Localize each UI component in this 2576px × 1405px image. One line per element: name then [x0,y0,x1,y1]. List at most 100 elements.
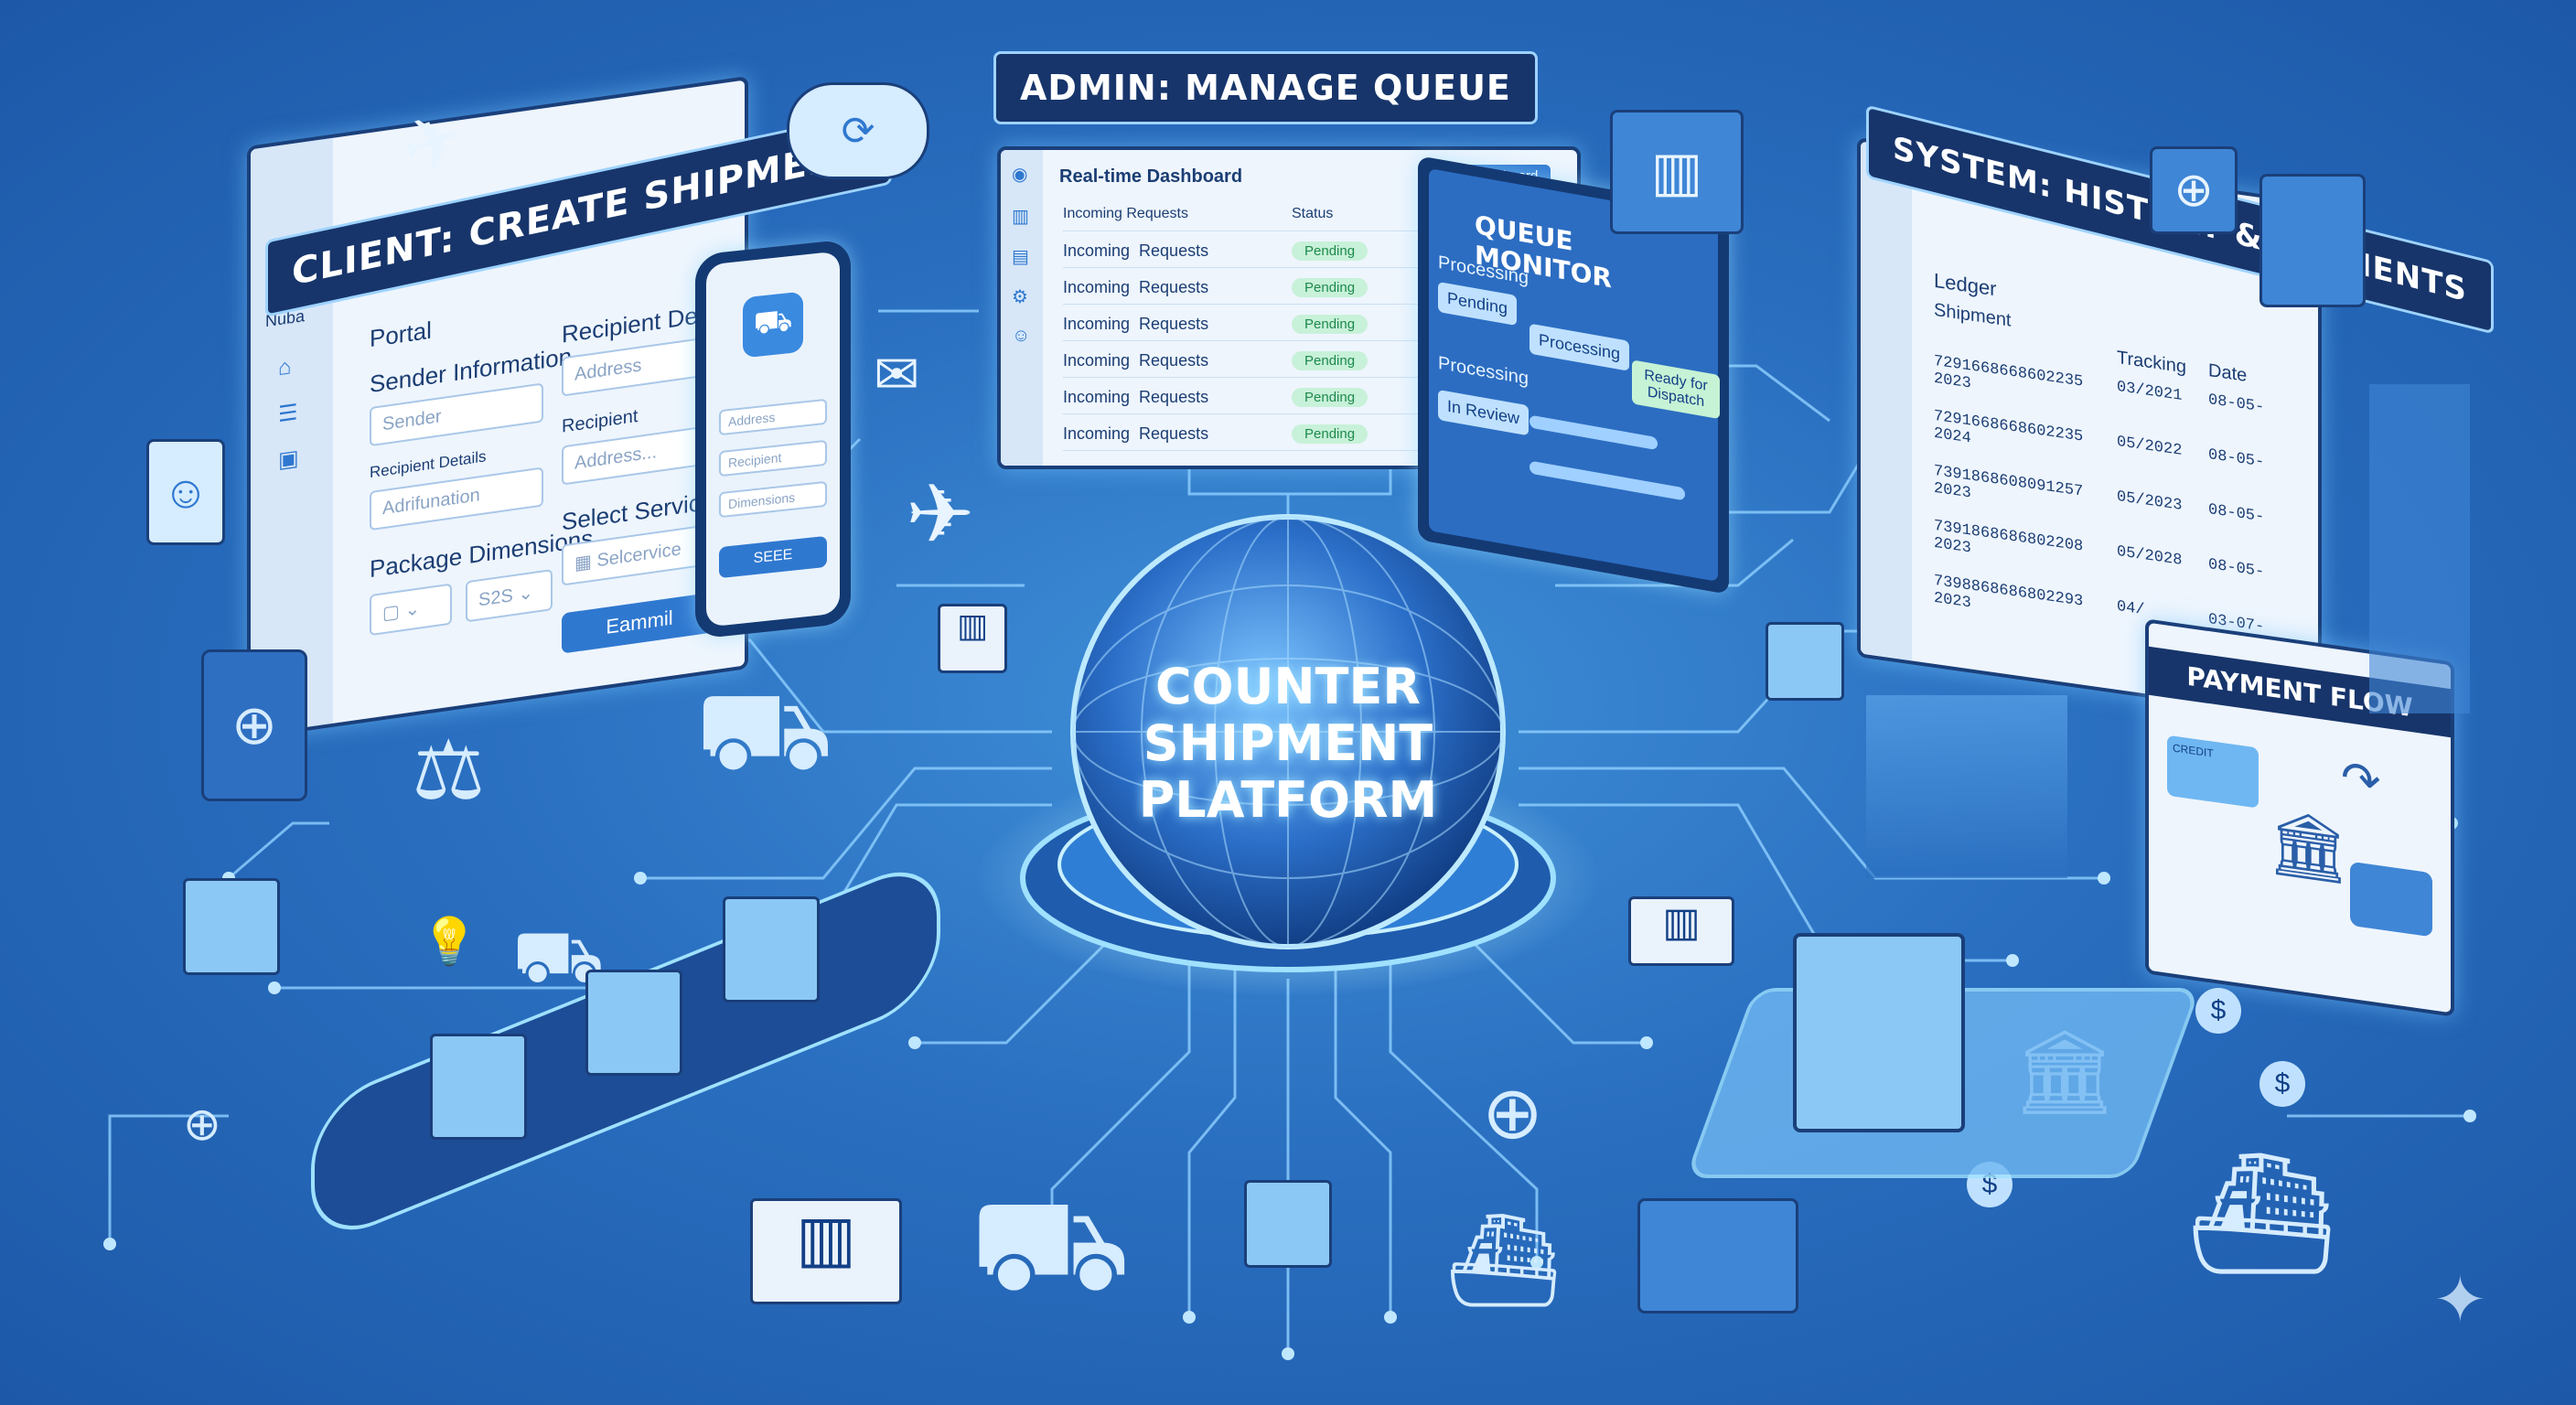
progress-slider-2[interactable] [1530,460,1685,501]
contact-book-icon: ☺ [146,439,225,545]
in-review-stage[interactable]: In Review [1438,389,1530,436]
submit-button[interactable]: Eammil [562,591,717,654]
status-badge: Pending [1292,241,1368,261]
server-tower [2369,384,2470,713]
status-badge: Pending [1292,314,1368,334]
globe-icon: ⊕ [1482,1072,1544,1153]
ledger-label: Ledger [1934,268,1997,301]
package-dimensions-heading: Package Dimensions [370,523,594,584]
box-icon[interactable]: ▣ [278,445,299,474]
ship-icon: ⛴ [2186,1146,2338,1280]
wallet-icon [2350,861,2432,938]
package-box-icon [1793,933,1965,1132]
row-name: Incoming Requests [1063,350,1209,370]
tracking-header: Tracking [2117,347,2186,378]
phone-address-field[interactable]: Address [719,398,827,436]
row-name: Incoming Requests [1063,424,1209,443]
size-value: S2S [478,585,513,611]
envelope-icon: ✉ [874,344,920,405]
row-name: Incoming Requests [1063,387,1209,406]
refresh-arrow-icon: ↷ [2341,751,2381,810]
bank-icon: 🏛 [2268,805,2349,888]
status-badge: Pending [1292,387,1368,407]
passport-icon: ⊕ [201,649,307,801]
truck-icon: ⛟ [695,670,833,792]
table-row[interactable]: Incoming Requests Pending [1063,344,1542,378]
dollar-coin-icon: $ [2195,988,2241,1034]
size-select[interactable]: S2S ⌄ [466,569,553,623]
globe-icon: ⊕ [2150,146,2238,234]
ready-for-dispatch-stage[interactable]: Ready for Dispatch [1632,359,1720,420]
truck-icon: ⛟ [970,1173,1132,1316]
growth-chart-icon: ▥ [1610,110,1744,234]
hub-title-line-3: PLATFORM [1138,771,1438,829]
barcode-icon: ▥ [938,604,1007,673]
status-badge: Pending [1292,277,1368,297]
credit-card-icon: CREDIT [2167,735,2259,809]
table-header: Incoming Requests Status [1063,198,1542,231]
sparkle-icon: ✦ [2433,1264,2487,1335]
queue-table: Incoming Requests Status Incoming Reques… [1046,198,1559,454]
tracking-value: 05/2023 [2117,488,2183,515]
airplane-icon: ✈ [906,469,975,561]
col-requests: Incoming Requests [1063,206,1188,221]
tracking-value: 05/2028 [2117,542,2183,570]
table-row[interactable]: Incoming Requests Pending [1063,307,1542,341]
package-box-icon [430,1034,527,1140]
table-row[interactable]: Incoming Requests Pending [1063,417,1542,451]
app-icon[interactable]: ⛟ [743,291,803,359]
system-sidebar [1861,141,1912,661]
status-badge: Pending [1292,424,1368,444]
processing-label-2: Processing [1438,352,1529,390]
phone-submit-button[interactable]: SEEE [719,535,827,579]
row-name: Incoming Requests [1063,314,1209,333]
mobile-phone: ⛟ Address Recipient Dimensions SEEE [695,239,851,639]
phone-screen: ⛟ Address Recipient Dimensions SEEE [706,251,840,627]
row-name: Incoming Requests [1063,277,1209,296]
hub-title: COUNTER SHIPMENT PLATFORM [1087,659,1489,829]
document-icon[interactable]: ▤ [1012,247,1029,267]
settings-icon[interactable]: ⚙ [1012,287,1028,307]
hub-title-line-2: SHIPMENT [1143,714,1433,772]
barcode-icon: ▥ [1628,896,1734,966]
globe-icon: ⊕ [183,1099,221,1150]
phone-dimensions-field[interactable]: Dimensions [719,480,827,519]
cloud-sync-icon: ⟳ [787,82,929,179]
city-buildings [1866,695,2067,878]
world-map-icon [1637,1198,1798,1314]
barcode-icon: ▥ [750,1198,902,1304]
phone-recipient-field[interactable]: Recipient [719,439,827,477]
package-box-icon [585,970,682,1076]
package-box-icon [183,878,280,975]
processing-stage[interactable]: Processing [1530,323,1630,371]
users-icon[interactable]: ☺ [1012,326,1031,346]
table-row[interactable]: Incoming Requests Pending [1063,381,1542,414]
package-type-select[interactable]: ▢ ⌄ [370,583,452,637]
package-box-icon [1766,622,1844,701]
pending-stage[interactable]: Pending [1438,281,1518,327]
tracking-value: 05/2022 [2117,433,2183,460]
tracking-value: 03/2021 [2117,378,2183,405]
service-value: Selcervice [596,539,682,572]
lightbulb-icon: 💡 [421,916,478,967]
service-icon: ▦ [574,551,597,574]
package-box-icon [723,896,820,1003]
shipment-label: Shipment [1934,299,2012,331]
admin-sidebar: ◉ ▥ ▤ ⚙ ☺ [1001,150,1043,466]
table-row[interactable]: Incoming Requests Pending [1063,271,1542,305]
hub-title-line-1: COUNTER [1155,658,1421,715]
client-sidebar [251,137,333,735]
scale-icon: ⚖ [412,725,486,817]
progress-slider-1[interactable] [1530,414,1658,451]
list-icon[interactable]: ☰ [278,400,298,428]
home-icon[interactable]: ⌂ [278,354,292,381]
portal-label: Portal [370,316,432,353]
recipient-small-label: Recipient [562,405,639,437]
world-map-icon [2259,174,2366,307]
col-status: Status [1292,206,1334,221]
dashboard-icon[interactable]: ◉ [1012,165,1028,185]
chart-icon[interactable]: ▥ [1012,207,1029,227]
status-badge: Pending [1292,350,1368,370]
